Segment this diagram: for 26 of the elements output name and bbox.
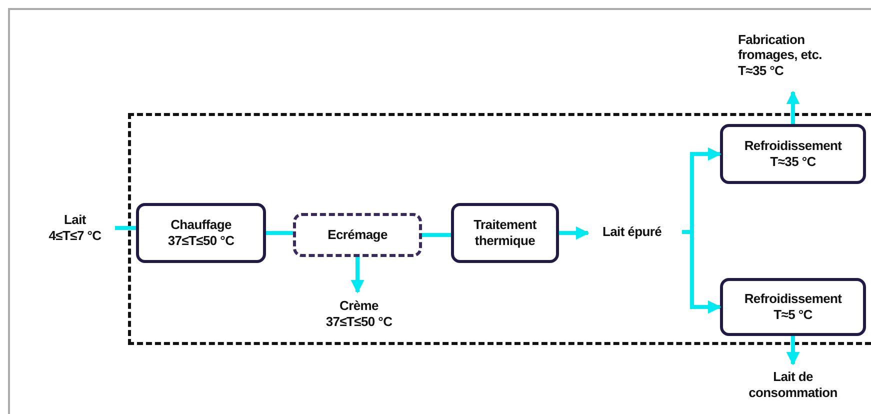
process-box: [720, 124, 866, 184]
node-title: Ecrémage: [328, 227, 388, 243]
connector-arrow: [786, 90, 800, 124]
dashed-boundary: [128, 113, 871, 345]
process-box: [720, 278, 866, 336]
stream-label: Lait épuré: [588, 222, 676, 242]
process-box: [293, 213, 422, 257]
node-text: 37≤T≤50 °C: [326, 314, 392, 330]
process-box: [451, 203, 559, 263]
connector-arrow: [350, 257, 364, 294]
node-text: 37≤T≤50 °C: [168, 233, 234, 249]
connector-arrow: [786, 336, 800, 366]
node-text: T≈35 °C: [738, 62, 784, 78]
node-title: Crème: [340, 298, 378, 314]
node-title: Traitement thermique: [472, 217, 538, 249]
process-box: [136, 203, 266, 263]
node-title: Refroidissement: [744, 138, 842, 154]
node-text: 4≤T≤7 °C: [48, 228, 102, 244]
stream-label: Lait de consommation: [728, 364, 858, 406]
node-title: Refroidissement: [744, 291, 842, 307]
node-title: Chauffage: [170, 217, 232, 233]
node-title: Fabrication fromages, etc.: [738, 32, 823, 63]
node-text: T≈5 °C: [774, 307, 812, 323]
node-title: Lait: [64, 212, 86, 228]
node-text: T≈35 °C: [770, 154, 816, 170]
connector-arrow: [559, 226, 590, 240]
